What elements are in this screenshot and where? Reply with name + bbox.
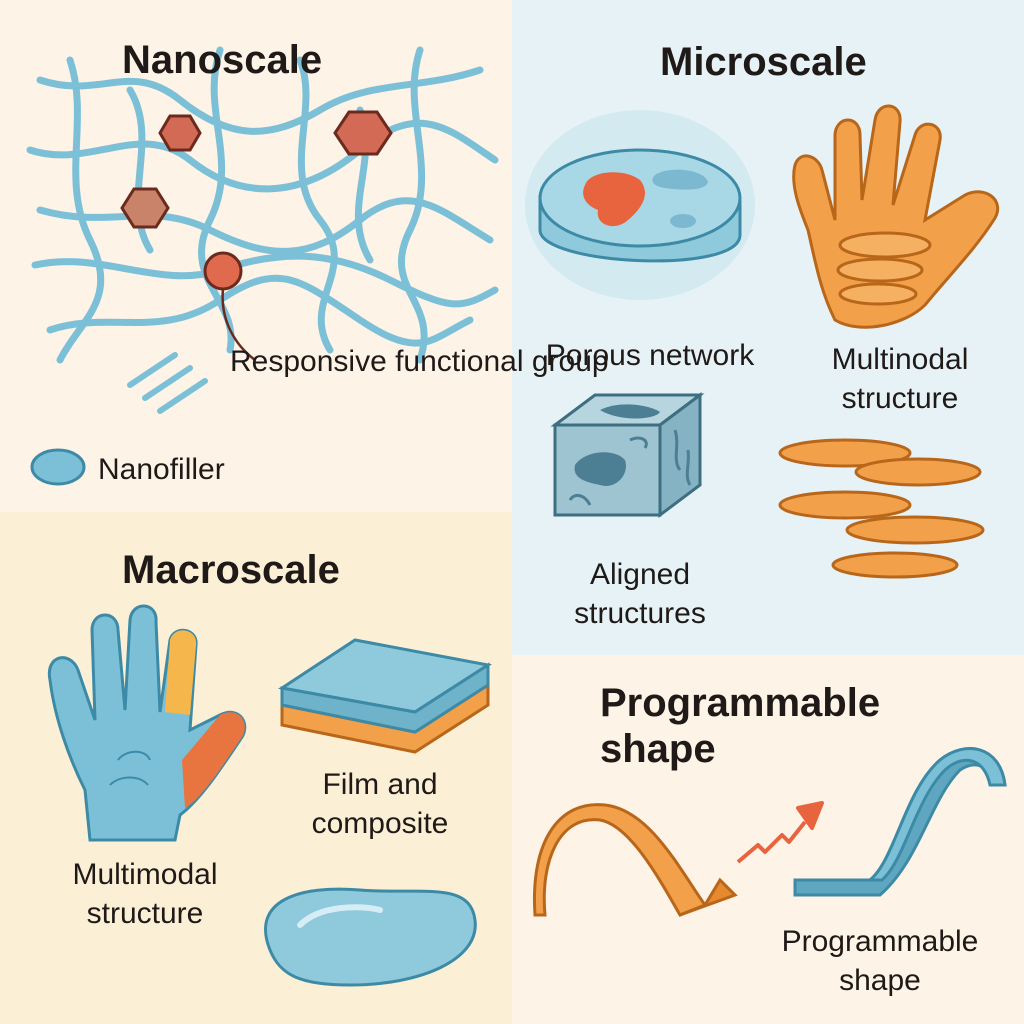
aligned-structures-label: Aligned structures — [574, 558, 706, 630]
hexagon-group — [120, 110, 393, 229]
film-composite-label: Film and composite — [311, 768, 449, 840]
film-composite-icon — [278, 638, 492, 754]
multinodal-structure-label: Multinodal structure — [831, 343, 969, 415]
macroscale-title: Macroscale — [122, 548, 340, 592]
nanofiller-icon — [30, 448, 86, 486]
microscale-panel — [512, 0, 1024, 655]
aligned-fibers-icon — [778, 438, 985, 579]
nanoscale-title: Nanoscale — [122, 38, 323, 82]
leader-line — [221, 288, 256, 361]
porous-network-label: Porous network — [545, 339, 755, 372]
porous-network-icon — [525, 110, 755, 300]
blue-strip-icon — [793, 747, 1007, 897]
programmable-shape-panel — [512, 655, 1024, 1024]
programmable-shape-title: Programmable shape — [600, 681, 881, 771]
responsive-group-label: Responsive functional group — [230, 345, 609, 378]
microscale-title: Microscale — [660, 40, 867, 84]
orange-hand-icon — [792, 104, 1000, 329]
programmable-shape-label: Programmable shape — [781, 925, 979, 997]
motion-lines-icon — [127, 352, 208, 414]
porous-cube-icon — [550, 392, 705, 518]
blue-glove-icon — [47, 604, 247, 842]
zigzag-arrow-icon — [736, 801, 824, 864]
orange-arch-icon — [532, 803, 738, 917]
multimodal-structure-label: Multimodal structure — [72, 858, 218, 930]
polymer-network — [26, 46, 499, 364]
nanofiller-label: Nanofiller — [98, 453, 225, 486]
responsive-group-icon — [203, 251, 243, 291]
blob-icon — [264, 887, 477, 987]
